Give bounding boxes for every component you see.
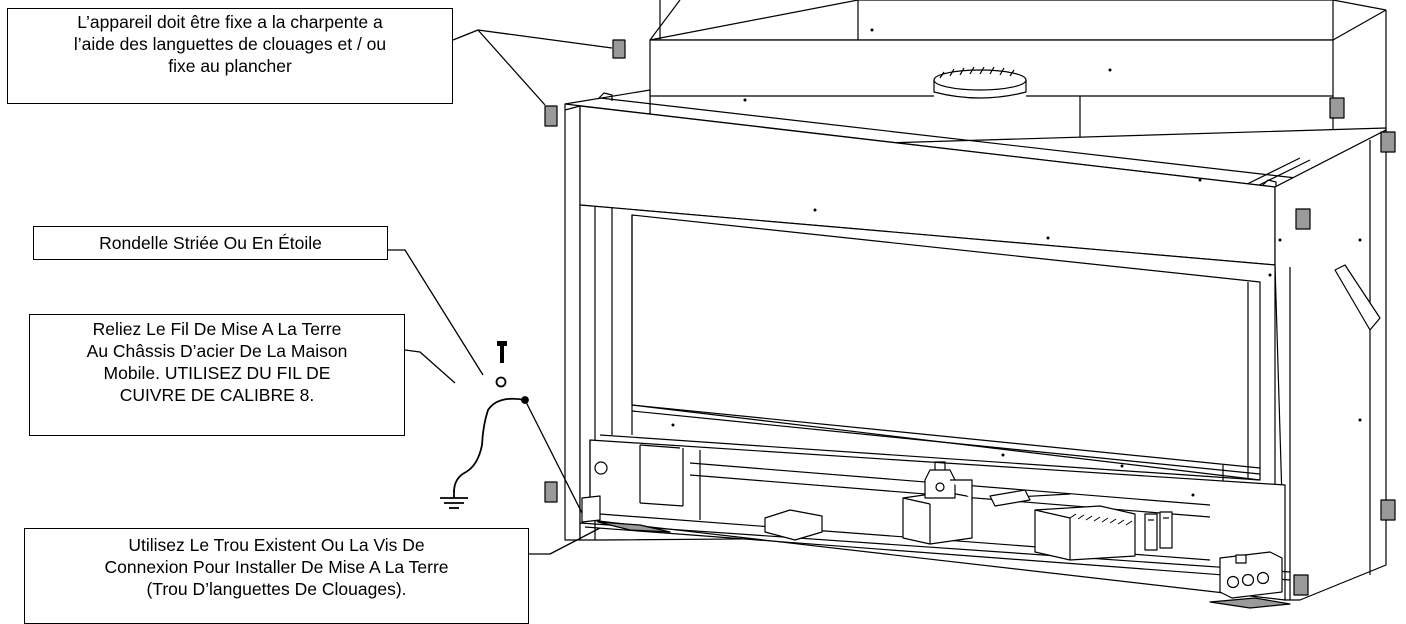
vent-box-top-face <box>650 0 1333 40</box>
callout-line: L’appareil doit être fixe a la charpente… <box>77 12 383 32</box>
nailing-tab <box>1330 98 1344 118</box>
leader-lines <box>388 30 612 554</box>
callout-line: CUIVRE DE CALIBRE 8. <box>119 385 315 405</box>
nailing-tab <box>1381 132 1395 152</box>
right-side-panel <box>1275 130 1386 600</box>
nailing-tab <box>613 40 625 58</box>
ground-wire <box>454 397 528 492</box>
callout-existing-hole: Utilisez Le Trou Existent Ou La Vis De C… <box>24 528 529 624</box>
callout-line: fixe au plancher <box>168 56 292 76</box>
gas-valve <box>903 462 972 544</box>
bracket <box>765 510 822 540</box>
switch-block <box>1145 512 1172 550</box>
callout-nailing-tabs: L’appareil doit être fixe a la charpente… <box>7 8 453 104</box>
callout-line: Reliez Le Fil De Mise A La Terre <box>92 319 342 339</box>
ground-symbol-icon <box>440 490 468 508</box>
nailing-tab <box>545 106 557 126</box>
floor-plate-right <box>1210 598 1290 608</box>
floor-plate-left <box>598 522 670 532</box>
callout-line: (Trou D’languettes De Clouages). <box>146 579 407 599</box>
callout-line: Utilisez Le Trou Existent Ou La Vis De <box>128 535 425 555</box>
nailing-tabs <box>545 40 1395 595</box>
control-module <box>990 490 1135 560</box>
star-washer-icon <box>497 378 506 387</box>
nailing-tab <box>1296 209 1310 229</box>
callout-ground-wire: Reliez Le Fil De Mise A La Terre Au Châs… <box>29 314 405 436</box>
callout-line: l’aide des languettes de clouages et / o… <box>73 34 387 54</box>
side-bracket <box>1335 265 1380 330</box>
callout-line: Rondelle Striée Ou En Étoile <box>99 233 322 253</box>
callout-line: Au Châssis D’acier De La Maison <box>86 341 348 361</box>
receptacle <box>1220 552 1282 598</box>
callout-line: Mobile. UTILISEZ DU FIL DE <box>103 363 331 383</box>
nailing-tab <box>1294 575 1308 595</box>
nailing-tab <box>545 482 557 502</box>
nailing-tab <box>1381 500 1395 520</box>
firebox-front <box>565 28 1386 609</box>
callout-line: Connexion Pour Installer De Mise A La Te… <box>104 557 449 577</box>
screw-icon <box>497 341 507 363</box>
callout-star-washer: Rondelle Striée Ou En Étoile <box>33 226 388 260</box>
exhaust-collar <box>934 67 1026 98</box>
left-pillar <box>565 106 580 540</box>
top-vent-box <box>650 0 1386 150</box>
